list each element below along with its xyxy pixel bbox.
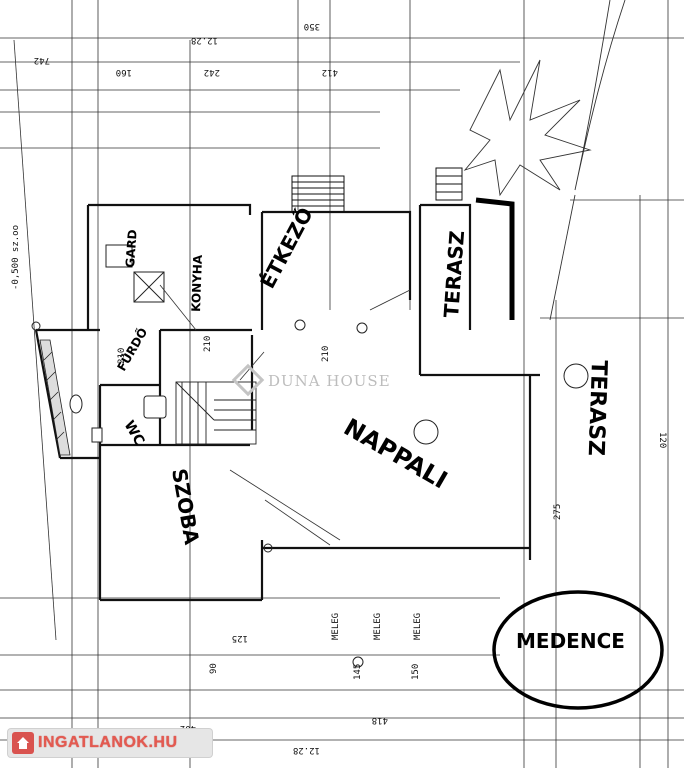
room-gard: GARD xyxy=(123,229,140,268)
hatched-wall xyxy=(39,339,71,456)
dim-350: 350 xyxy=(304,21,320,31)
room-konyha: KONYHA xyxy=(189,254,205,312)
dim-275: 275 xyxy=(553,504,563,520)
dim-bottom-total: 12.28 xyxy=(293,745,320,755)
meleg-2: MELEG xyxy=(373,613,383,640)
dim-210b: 210 xyxy=(203,336,213,352)
staircase xyxy=(175,381,257,445)
room-nappali: NAPPALI xyxy=(339,413,452,494)
etkezo-steps xyxy=(291,167,463,213)
room-szoba: SZOBA xyxy=(167,467,204,547)
meleg-3: MELEG xyxy=(413,613,423,640)
room-terasz-right: TERASZ xyxy=(583,360,611,457)
ingatlanok-badge[interactable]: INGATLANOK.HU xyxy=(8,729,212,757)
badge-text: INGATLANOK.HU xyxy=(38,734,178,751)
room-etkezo: ÉTKEZŐ xyxy=(255,203,317,292)
watermark-text: DUNA HOUSE xyxy=(268,372,391,390)
meleg-1: MELEG xyxy=(331,613,341,640)
walls xyxy=(34,203,540,602)
dim-150: 150 xyxy=(411,664,421,680)
column-markers xyxy=(31,319,589,668)
duna-house-watermark: DUNA HOUSE xyxy=(231,363,391,397)
dim-210a: 210 xyxy=(117,348,127,364)
dim-402: 402 xyxy=(180,723,196,733)
dim-125: 125 xyxy=(232,633,248,643)
room-wc: WC xyxy=(121,418,148,448)
room-medence: MEDENCE xyxy=(516,629,625,653)
dim-412: 412 xyxy=(322,67,338,77)
dim-742: 742 xyxy=(34,55,50,65)
bold-marker xyxy=(475,197,515,320)
house-icon xyxy=(12,732,34,754)
dim-418: 418 xyxy=(372,715,388,725)
dim-90: 90 xyxy=(209,663,219,674)
dimension-labels: 12.28 742 412 242 160 350 210 210 210 90… xyxy=(11,21,667,755)
tree-sketch xyxy=(463,0,626,321)
dim-160: 160 xyxy=(116,67,132,77)
bathroom-fixtures xyxy=(69,244,167,443)
level-mark: -0,500 sz.oo xyxy=(11,225,21,290)
diagonal-braces xyxy=(159,284,411,546)
dim-242: 242 xyxy=(204,67,220,77)
dim-top-total: 12.28 xyxy=(191,35,218,45)
medence-circle xyxy=(492,590,664,710)
dim-120: 120 xyxy=(657,432,667,448)
room-terasz-top: TERASZ xyxy=(439,230,469,319)
dim-145: 145 xyxy=(353,664,363,680)
dim-210c: 210 xyxy=(321,346,331,362)
